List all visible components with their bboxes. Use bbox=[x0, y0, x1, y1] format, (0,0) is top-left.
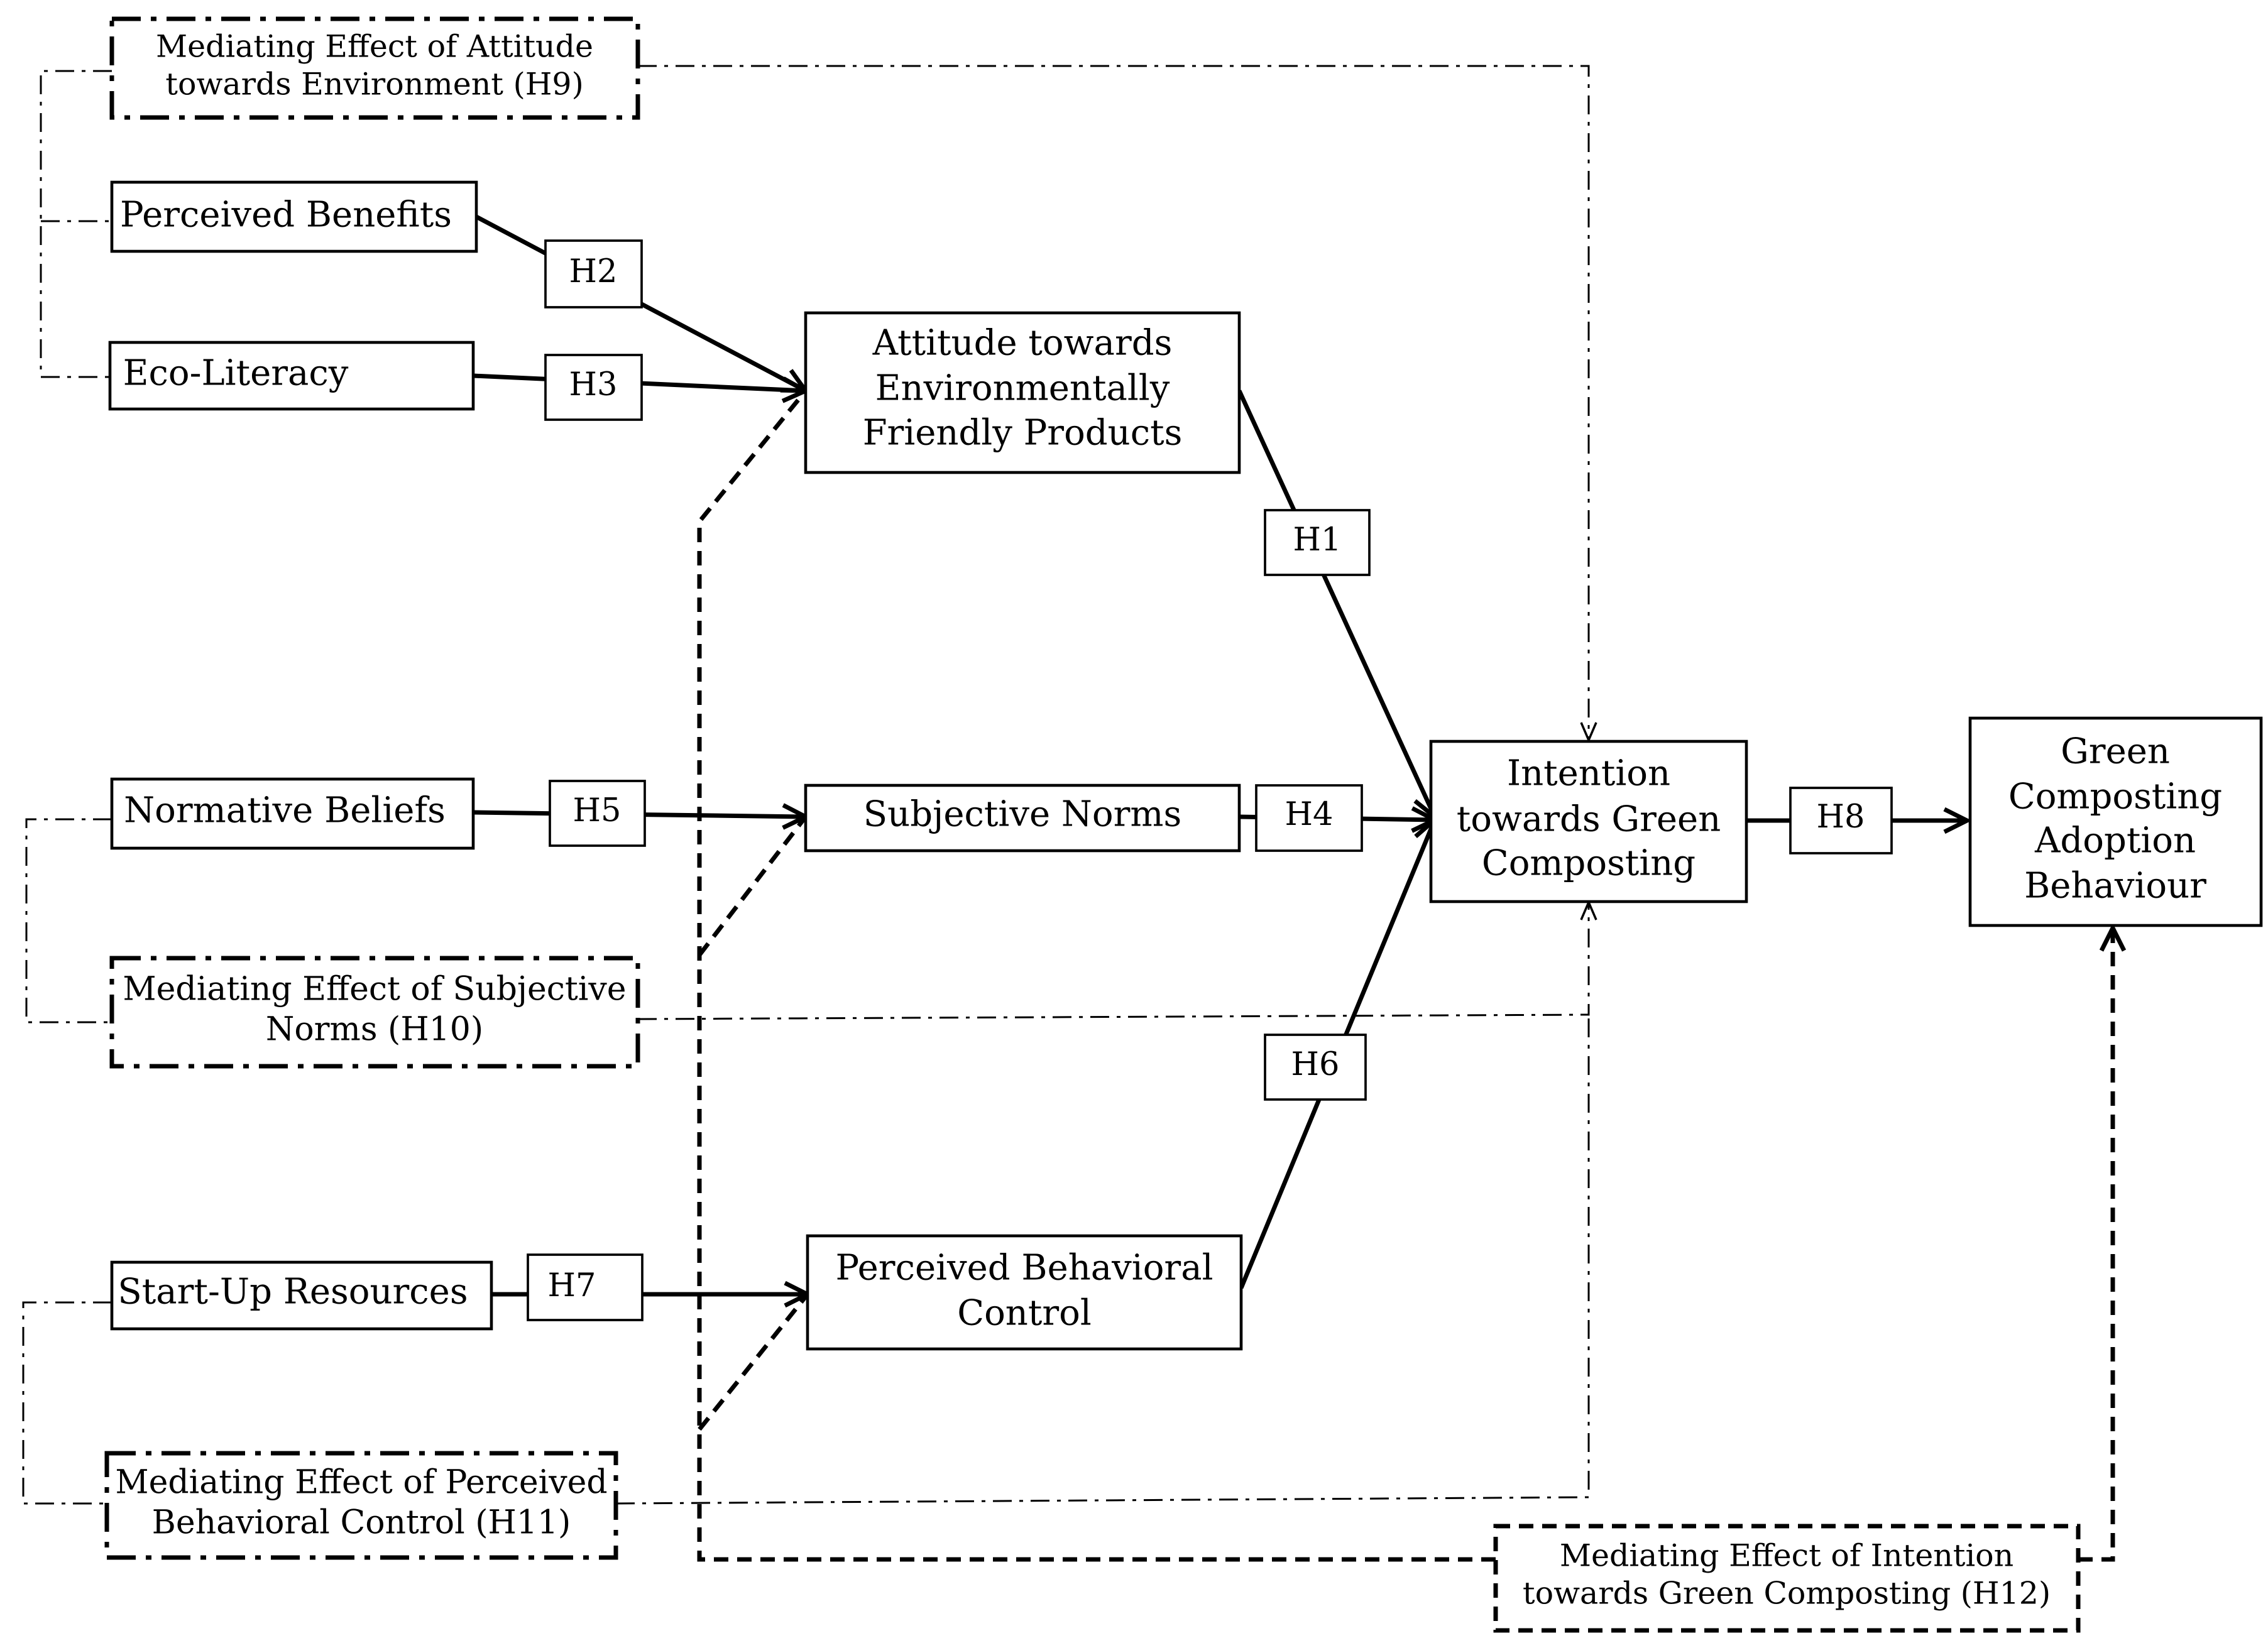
hypothesis-h7-label: H7 bbox=[548, 1267, 596, 1304]
node-normative-beliefs-label: Normative Beliefs bbox=[124, 790, 446, 831]
node-pbc-line1: Perceived Behavioral bbox=[836, 1248, 1213, 1289]
hypothesis-h4: H4 bbox=[1255, 784, 1363, 852]
hypothesis-h5-label: H5 bbox=[573, 792, 622, 829]
node-attitude-line3: Friendly Products bbox=[863, 413, 1183, 454]
node-attitude: Attitude towards Environmentally Friendl… bbox=[804, 311, 1241, 474]
node-adoption-line2: Composting bbox=[2008, 777, 2222, 817]
hypothesis-h3-label: H3 bbox=[569, 366, 618, 403]
hypothesis-h5: H5 bbox=[549, 780, 646, 847]
node-perceived-benefits: Perceived Benefits bbox=[110, 180, 478, 253]
path-h12-pbc bbox=[698, 1292, 809, 1431]
path-h9-left bbox=[40, 70, 112, 378]
path-h12-sn bbox=[698, 815, 808, 957]
mediator-h12-box: Mediating Effect of Intention towards Gr… bbox=[1493, 1524, 2081, 1633]
mediator-h10-line1: Mediating Effect of Subjective bbox=[123, 971, 626, 1008]
hypothesis-h1-label: H1 bbox=[1293, 521, 1342, 559]
node-attitude-line1: Attitude towards bbox=[872, 323, 1173, 364]
mediator-h9-line2: towards Environment (H9) bbox=[165, 67, 583, 102]
path-h11-left bbox=[22, 1301, 112, 1505]
hypothesis-h1: H1 bbox=[1264, 509, 1371, 576]
node-adoption-line1: Green bbox=[2061, 731, 2170, 772]
hypothesis-h3: H3 bbox=[544, 354, 643, 421]
path-h12-loop bbox=[697, 389, 1496, 1562]
node-eco-literacy-label: Eco-Literacy bbox=[123, 353, 349, 394]
hypothesis-h4-label: H4 bbox=[1285, 796, 1334, 833]
node-perceived-behavioral-control: Perceived Behavioral Control bbox=[806, 1234, 1243, 1351]
node-adoption-line3: Adoption bbox=[2034, 821, 2196, 861]
mediator-h11-line2: Behavioral Control (H11) bbox=[152, 1504, 571, 1542]
mediator-h9-line1: Mediating Effect of Attitude bbox=[156, 29, 593, 65]
node-start-up-resources: Start-Up Resources bbox=[110, 1260, 493, 1331]
node-start-up-resources-label: Start-Up Resources bbox=[118, 1272, 468, 1312]
hypothesis-h6-label: H6 bbox=[1291, 1046, 1340, 1083]
mediator-h11-box: Mediating Effect of Perceived Behavioral… bbox=[104, 1451, 618, 1560]
node-eco-literacy: Eco-Literacy bbox=[108, 341, 475, 411]
path-h11 bbox=[615, 1015, 1590, 1505]
mediator-h10-line2: Norms (H10) bbox=[266, 1011, 483, 1049]
path-h1 bbox=[1237, 390, 1435, 817]
mediator-h11-line1: Mediating Effect of Perceived bbox=[115, 1464, 607, 1502]
mediator-h10-box: Mediating Effect of Subjective Norms (H1… bbox=[109, 956, 640, 1069]
node-intention: Intention towards Green Composting bbox=[1429, 739, 1748, 903]
hypothesis-h2: H2 bbox=[544, 239, 643, 308]
path-h12-adoption bbox=[2078, 928, 2113, 1562]
mediator-h9-box: Mediating Effect of Attitude towards Env… bbox=[109, 16, 640, 120]
mediator-h12-line2: towards Green Composting (H12) bbox=[1523, 1576, 2051, 1612]
node-intention-line3: Composting bbox=[1482, 843, 1696, 884]
mediator-h12-line1: Mediating Effect of Intention bbox=[1560, 1538, 2013, 1574]
node-adoption-line4: Behaviour bbox=[2024, 866, 2206, 907]
hypothesis-h8-label: H8 bbox=[1817, 799, 1865, 836]
node-normative-beliefs: Normative Beliefs bbox=[110, 777, 475, 850]
node-intention-line2: towards Green bbox=[1457, 799, 1721, 840]
node-adoption: Green Composting Adoption Behaviour bbox=[1968, 716, 2263, 927]
node-subjective-norms-label: Subjective Norms bbox=[863, 794, 1181, 835]
hypothesis-h6: H6 bbox=[1264, 1034, 1367, 1101]
path-h9 bbox=[638, 65, 1589, 740]
node-subjective-norms: Subjective Norms bbox=[804, 783, 1241, 853]
hypothesis-h2-label: H2 bbox=[569, 253, 618, 290]
hypothesis-h7: H7 bbox=[527, 1253, 644, 1321]
node-attitude-line2: Environmentally bbox=[875, 368, 1170, 409]
path-h10-left bbox=[25, 818, 112, 1023]
hypothesis-h8: H8 bbox=[1789, 787, 1893, 854]
path-h10 bbox=[637, 902, 1589, 1020]
node-intention-line1: Intention bbox=[1507, 753, 1670, 794]
node-perceived-benefits-label: Perceived Benefits bbox=[120, 195, 452, 236]
node-pbc-line2: Control bbox=[957, 1293, 1092, 1334]
